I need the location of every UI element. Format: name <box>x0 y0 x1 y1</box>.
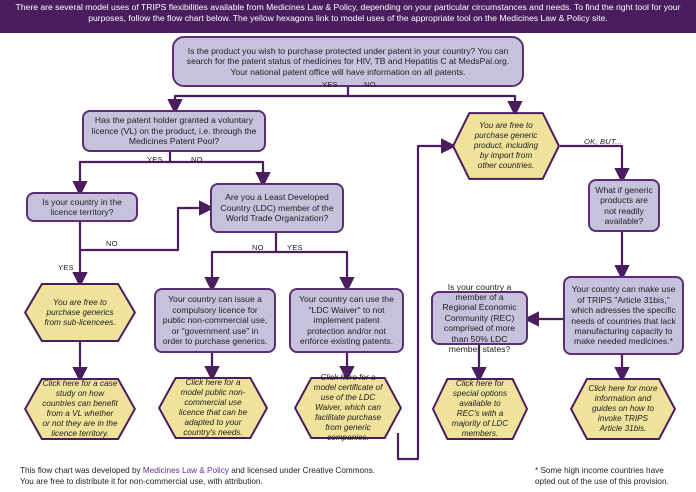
rec-question: Is your country a member of a Regional E… <box>431 282 528 354</box>
sublicence-hexagon: You are free to purchase generics from s… <box>24 283 136 342</box>
edge-label-no: NO <box>252 243 264 252</box>
vl-case-study-link[interactable]: Click here for a case study on how count… <box>24 378 136 440</box>
edge-label-yes: YES <box>322 80 338 89</box>
credits: This flow chart was developed by Medicin… <box>20 466 375 486</box>
edge-label-yes: YES <box>287 243 303 252</box>
article-31bis-option: Your country can make use of TRIPS "Arti… <box>563 276 684 355</box>
edge-label-no: NO <box>106 239 118 248</box>
compulsory-licence-option: Your country can issue a compulsory lice… <box>154 288 276 353</box>
article-31bis-guide-link[interactable]: Click here for more information and guid… <box>570 378 676 440</box>
free-to-purchase-hexagon: You are free to purchase generic product… <box>452 112 560 180</box>
voluntary-licence-question: Has the patent holder granted a voluntar… <box>82 110 266 152</box>
footnote: * Some high income countries have opted … <box>535 466 669 486</box>
medicines-law-policy-link[interactable]: Medicines Law & Policy <box>142 466 229 475</box>
rec-options-link[interactable]: Click here for special options available… <box>432 378 528 440</box>
ldc-waiver-option: Your country can use the "LDC Waiver" to… <box>289 288 404 353</box>
intro-text: There are several model uses of TRIPS fl… <box>15 2 681 23</box>
ldc-waiver-certificate-link[interactable]: Click here for a model certificate of us… <box>294 373 402 442</box>
edge-label-no: NO <box>191 155 203 164</box>
intro-banner: There are several model uses of TRIPS fl… <box>0 0 696 33</box>
edge-label-no: NO <box>364 80 376 89</box>
generics-not-available-question: What if generic products are not readily… <box>588 179 660 232</box>
edge-label-yes: YES <box>58 263 74 272</box>
ldc-question: Are you a Least Developed Country (LDC) … <box>210 183 344 233</box>
licence-territory-question: Is your country in the licence territory… <box>26 192 138 222</box>
government-use-licence-link[interactable]: Click here for a model public non-commer… <box>158 377 268 439</box>
edge-label-yes: YES <box>147 155 163 164</box>
edge-label-ok-but: OK, BUT... <box>584 137 623 146</box>
patent-question: Is the product you wish to purchase prot… <box>172 36 524 87</box>
